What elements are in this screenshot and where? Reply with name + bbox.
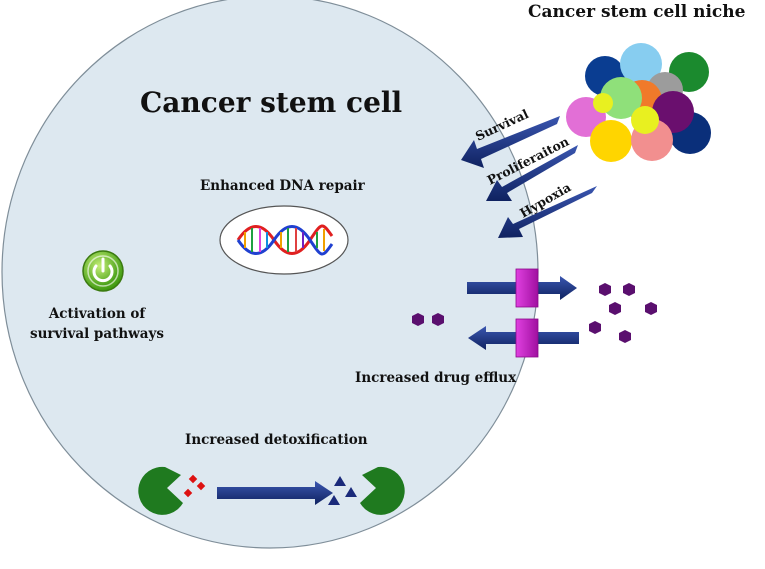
dna-repair-ellipse [219, 205, 349, 275]
transporter-top [515, 268, 539, 308]
transporter-bottom [515, 318, 539, 358]
detox-enzyme-right [360, 466, 405, 515]
toxin-molecules [183, 474, 206, 498]
niche-signal-arrow-proliferation [486, 145, 578, 201]
dna-double-helix-icon [236, 224, 334, 256]
activation-label-line1: Activation of [48, 306, 146, 322]
activation-label-line2: survival pathways [30, 326, 164, 342]
niche-signal-arrow-hypoxia [498, 186, 597, 238]
detox-arrow [217, 481, 333, 505]
drug-efflux-label: Increased drug efflux [355, 370, 517, 386]
detox-enzyme-left [138, 466, 183, 515]
activation-label: Activation of survival pathways [30, 304, 164, 344]
dna-repair-label: Enhanced DNA repair [200, 178, 365, 194]
cancer-stem-cell-body [1, 0, 539, 549]
niche-cell-cluster [566, 43, 711, 162]
niche-signal-arrow-survival [461, 116, 560, 168]
detoxification-label: Increased detoxification [185, 432, 368, 448]
power-icon [82, 250, 124, 292]
metabolite-molecules [328, 476, 357, 505]
cell-title: Cancer stem cell [140, 86, 403, 119]
niche-title: Cancer stem cell niche [528, 2, 746, 22]
drug-molecules [412, 283, 657, 343]
